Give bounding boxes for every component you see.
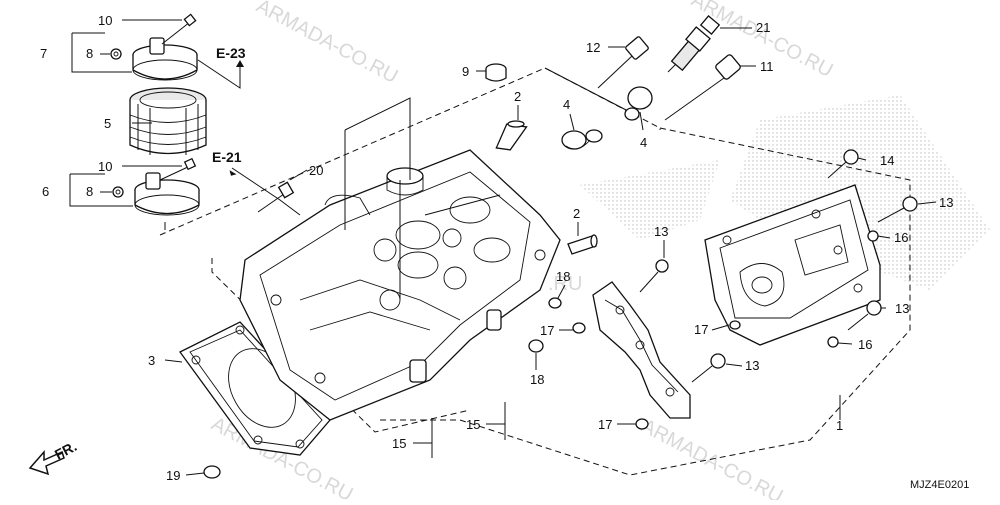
diagram-code: MJZ4E0201 <box>910 479 969 491</box>
clamp-upper <box>132 37 198 81</box>
front-direction-marker: FR. <box>28 438 79 476</box>
dowel-2-lower <box>567 234 598 255</box>
dowel-2-upper <box>495 120 528 151</box>
callout-20: 20 <box>309 163 323 178</box>
callout-3: 3 <box>148 353 155 368</box>
spark-plug-21 <box>667 14 721 73</box>
callout-17: 17 <box>694 322 708 337</box>
head-cover <box>704 184 881 346</box>
callout-15: 15 <box>466 417 480 432</box>
watermark-text: ARMADA-CO.RU <box>253 0 402 88</box>
callout-12: 12 <box>586 40 600 55</box>
o-ring-4-right <box>624 86 653 121</box>
callout-11: 11 <box>760 59 774 74</box>
callout-17: 17 <box>598 417 612 432</box>
sensor-11 <box>664 54 741 121</box>
callout-10: 10 <box>98 159 112 174</box>
sensor-12 <box>597 36 649 89</box>
callout-19: 19 <box>166 468 180 483</box>
guide-bracket <box>592 281 691 419</box>
callout-2: 2 <box>573 206 580 221</box>
leader-lines <box>69 19 937 476</box>
bolt-13-b <box>877 196 918 223</box>
nut-8-lower <box>112 186 124 198</box>
arrow-left-icon <box>28 450 65 476</box>
watermark-text: ARMADA-CO.RU <box>638 415 787 500</box>
callout-18: 18 <box>530 372 544 387</box>
callout-15: 15 <box>392 436 406 451</box>
bolt-13-d <box>691 353 726 383</box>
callout-8: 8 <box>86 46 93 61</box>
arrow-icon <box>229 170 237 176</box>
callout-16: 16 <box>894 230 908 245</box>
callout-16: 16 <box>858 337 872 352</box>
callout-18: 18 <box>556 269 570 284</box>
callout-10: 10 <box>98 13 112 28</box>
callout-8: 8 <box>86 184 93 199</box>
bolt-20 <box>257 181 295 213</box>
head-gasket <box>179 321 331 456</box>
cap-17-b <box>729 320 741 330</box>
cap-18-b <box>528 339 544 353</box>
bolt-10-lower <box>159 157 197 181</box>
callout-14: 14 <box>880 153 894 168</box>
bolt-10-upper <box>161 13 197 45</box>
callout-4: 4 <box>563 97 570 112</box>
callout-2: 2 <box>514 89 521 104</box>
o-ring-4-left <box>561 129 603 150</box>
callout-5: 5 <box>104 116 111 131</box>
washer-16-upper <box>867 230 879 242</box>
nut-8-upper <box>110 48 122 60</box>
cap-18-a <box>548 297 562 309</box>
bolt-14 <box>827 149 859 179</box>
callout-13: 13 <box>939 195 953 210</box>
insulator-joint <box>129 87 207 155</box>
cap-19 <box>203 465 221 479</box>
callout-13: 13 <box>654 224 668 239</box>
callout-labels: 10 7 8 5 10 6 8 20 9 2 4 4 12 21 11 2 14… <box>40 13 953 483</box>
assembly-frame <box>380 127 911 476</box>
assembly-frame <box>211 258 471 433</box>
callout-13: 13 <box>745 358 759 373</box>
watermark-text: .RU <box>548 273 582 295</box>
reference-brackets <box>344 97 501 300</box>
shading-patch <box>580 160 720 240</box>
callout-17: 17 <box>540 323 554 338</box>
callout-1: 1 <box>836 418 843 433</box>
cap-17-a <box>572 322 586 334</box>
washer-16-lower <box>827 336 839 348</box>
callout-21: 21 <box>756 20 770 35</box>
callout-13: 13 <box>895 301 909 316</box>
callout-7: 7 <box>40 46 47 61</box>
bolt-13-a <box>639 259 669 293</box>
clamp-lower <box>134 172 200 216</box>
callout-4: 4 <box>640 135 647 150</box>
callout-6: 6 <box>42 184 49 199</box>
assembly-frame <box>544 67 631 113</box>
cap-9 <box>485 63 507 82</box>
ref-e-23: E-23 <box>216 45 246 61</box>
callout-9: 9 <box>462 64 469 79</box>
cap-17-c <box>635 418 649 430</box>
ref-e-21: E-21 <box>212 149 242 165</box>
arrow-up-icon <box>236 60 244 67</box>
